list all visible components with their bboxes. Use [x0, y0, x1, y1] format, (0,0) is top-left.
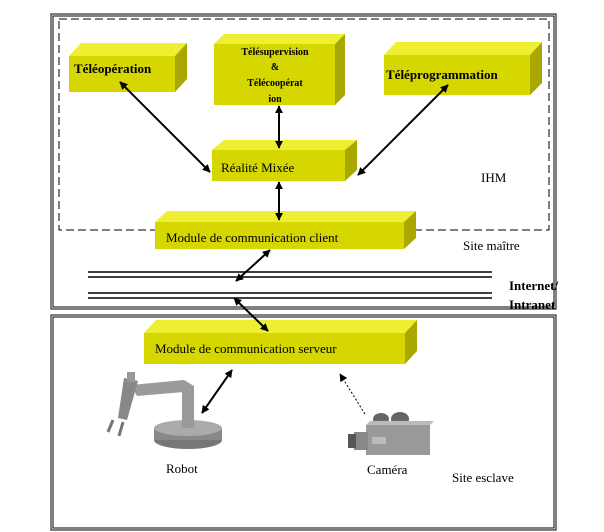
label-camera: Caméra: [367, 462, 408, 477]
label-intranet: Intranet: [509, 297, 556, 312]
label-telesupervision-2: &: [271, 62, 279, 73]
label-telesupervision-1: Télésupervision: [241, 47, 309, 58]
label-telesupervision-4: ion: [268, 94, 282, 105]
label-robot: Robot: [166, 461, 198, 476]
site-maitre-frame: [50, 13, 557, 310]
site-maitre-frame-inner: [52, 15, 555, 308]
arrow-serveur-robot: [201, 369, 233, 414]
label-teleoperation: Téléopération: [74, 61, 152, 76]
site-esclave-frame-inner: [52, 316, 555, 529]
label-teleprogrammation: Téléprogrammation: [386, 67, 498, 82]
arrow-teleop-realite: [119, 81, 211, 173]
label-module-serveur: Module de communication serveur: [155, 341, 337, 356]
internet-lines: [88, 271, 492, 299]
label-module-client: Module de communication client: [166, 230, 339, 245]
label-site-maitre: Site maître: [463, 238, 520, 253]
site-esclave-frame: [50, 314, 557, 531]
label-internet: Internet/: [509, 278, 558, 293]
label-realite-mixee: Réalité Mixée: [221, 160, 295, 175]
arrow-internet-serveur: [233, 297, 269, 332]
arrow-teleprog-realite: [357, 84, 449, 176]
arrow-camera-serveur: [339, 373, 366, 415]
ihm-dashed-frame: [58, 18, 550, 231]
camera-icon: [348, 412, 434, 455]
label-telesupervision-3: Télécoopérat: [247, 78, 303, 89]
arrow-client-internet: [235, 249, 271, 282]
label-site-esclave: Site esclave: [452, 470, 514, 485]
box-realite-mixee: [212, 140, 357, 181]
label-ihm: IHM: [481, 170, 507, 185]
box-telesupervision: [214, 34, 345, 105]
box-module-serveur: [144, 320, 417, 364]
robot-icon: [106, 372, 222, 449]
box-module-client: [155, 211, 416, 249]
